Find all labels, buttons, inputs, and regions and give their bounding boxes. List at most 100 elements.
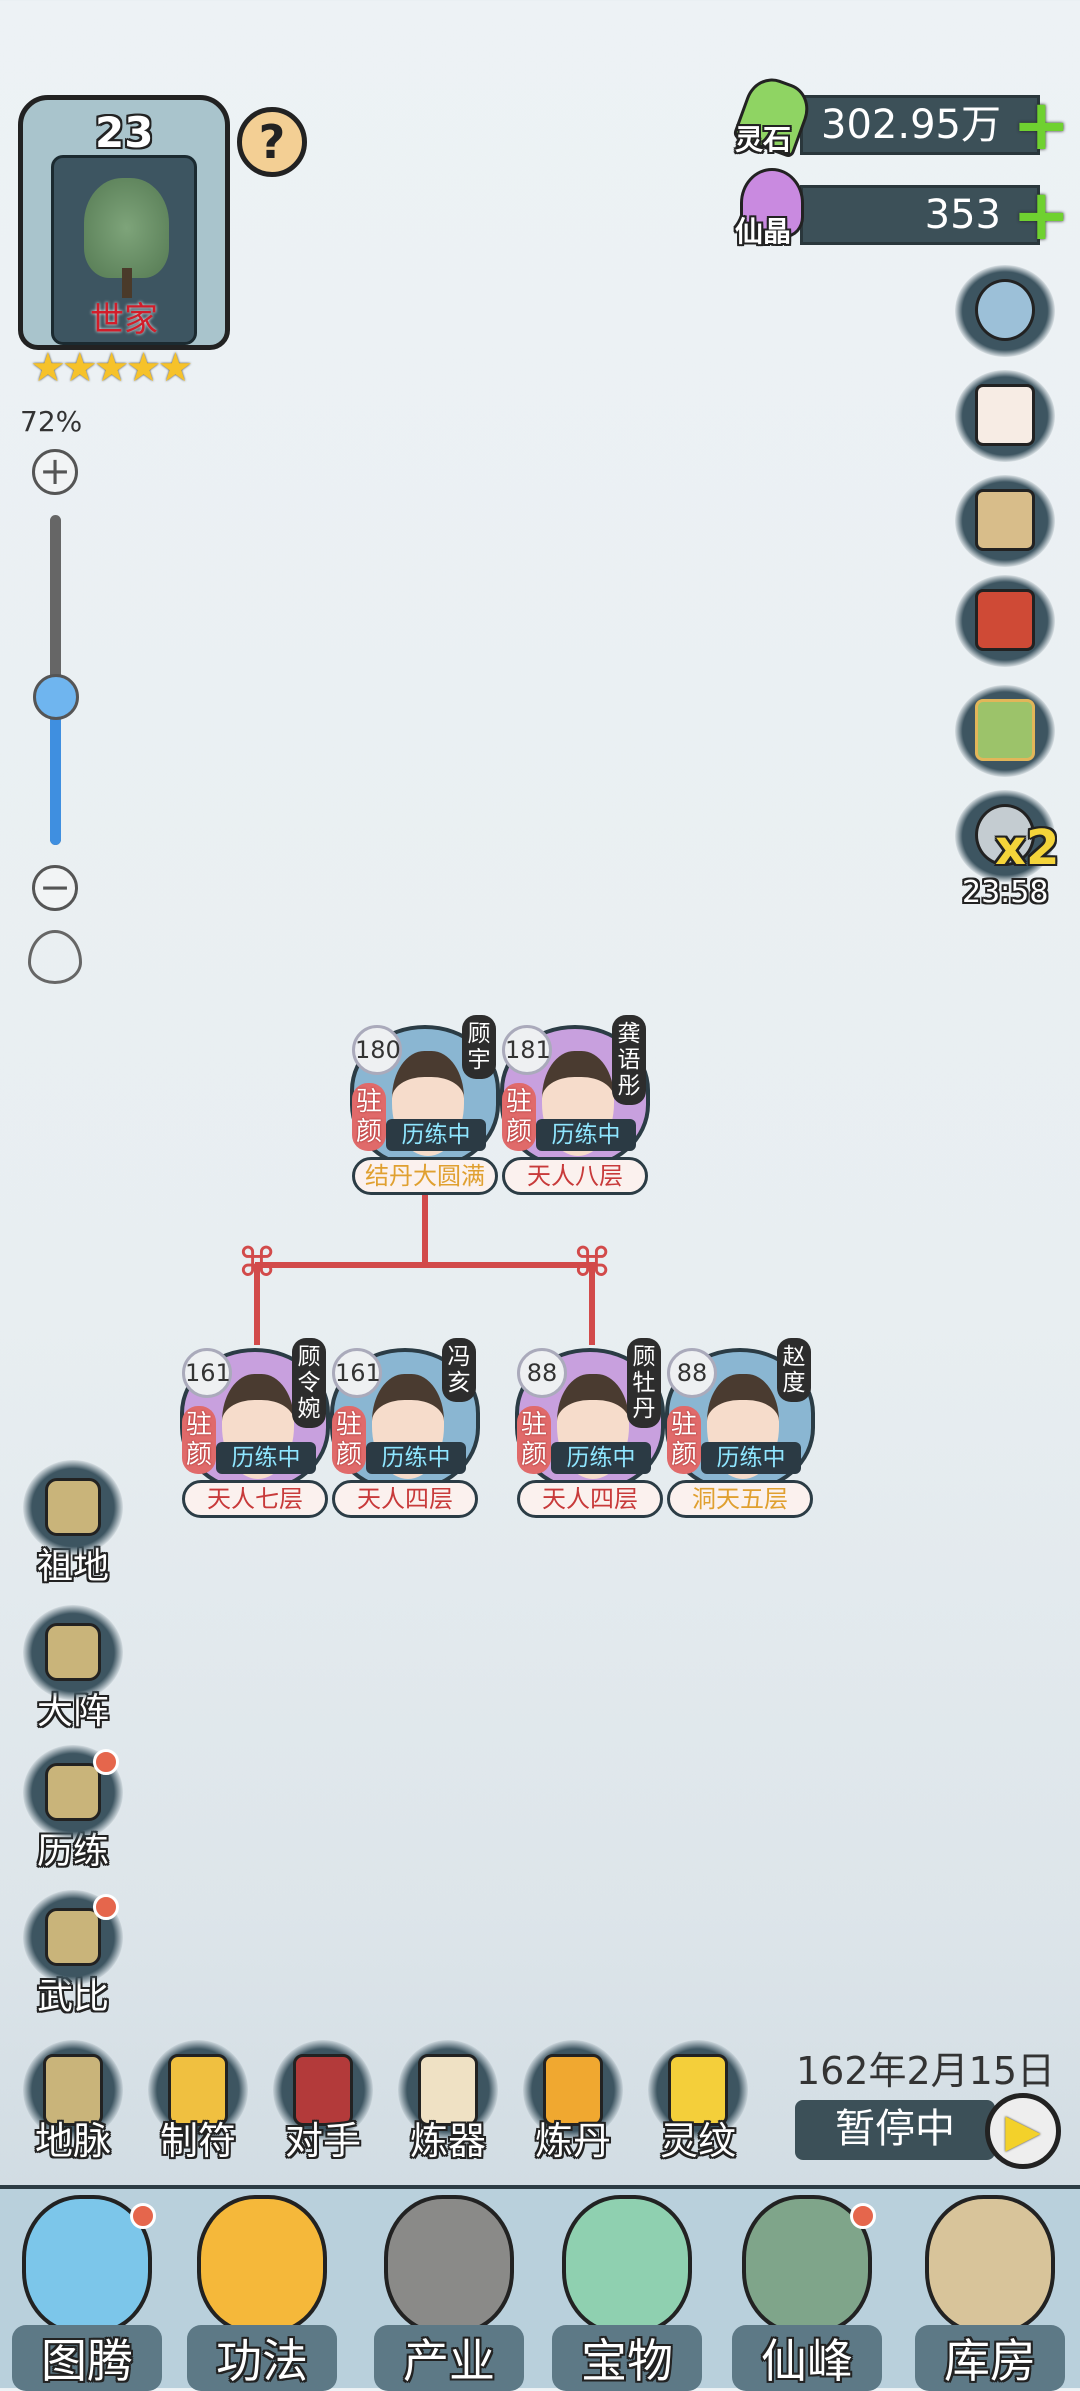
status-label: 历练中: [701, 1442, 801, 1474]
add-immortal-crystal-button[interactable]: +: [1012, 174, 1071, 256]
storehouse-bag-icon: [925, 2195, 1055, 2335]
status-label: 历练中: [386, 1119, 486, 1151]
earth-vein-icon: [23, 2040, 123, 2140]
artifact-refining-icon: [398, 2040, 498, 2140]
side-menu-0[interactable]: 祖地: [18, 1460, 128, 1589]
youth-preserved-badge: 驻颜: [182, 1406, 216, 1474]
notification-dot: [850, 2203, 876, 2229]
zoom-slider-thumb[interactable]: [33, 673, 79, 720]
youth-preserved-badge: 驻颜: [352, 1083, 386, 1151]
nav-tab-label: 宝物: [552, 2325, 702, 2391]
youth-preserved-badge: 驻颜: [332, 1406, 366, 1474]
letter-icon[interactable]: [955, 370, 1055, 462]
tree-connector: [422, 1195, 428, 1267]
status-label: 历练中: [216, 1442, 316, 1474]
play-button[interactable]: ▶: [985, 2093, 1061, 2169]
family-member-card[interactable]: 88 顾牡丹 驻颜 历练中 天人四层: [515, 1338, 665, 1518]
family-member-card[interactable]: 181 龚语彤 驻颜 历练中 天人八层: [500, 1015, 650, 1195]
side-menu-1[interactable]: 大阵: [18, 1605, 128, 1734]
family-member-card[interactable]: 88 赵度 驻颜 历练中 洞天五层: [665, 1338, 815, 1518]
nav-tab-4[interactable]: 仙峰: [722, 2195, 892, 2391]
scroll-icon[interactable]: [955, 475, 1055, 567]
chinese-knot-icon: ⌘: [572, 1240, 612, 1286]
zoom-percent: 72%: [20, 405, 83, 438]
add-spirit-stone-button[interactable]: +: [1012, 84, 1071, 166]
nav-tab-3[interactable]: 宝物: [542, 2195, 712, 2391]
tree-connector: [254, 1265, 260, 1345]
member-name: 赵度: [777, 1338, 811, 1402]
question-icon[interactable]: ?: [237, 107, 307, 177]
tool-1[interactable]: 制符: [143, 2040, 253, 2165]
tool-label: 制符: [159, 2119, 236, 2163]
zoom-in-button[interactable]: +: [32, 449, 78, 495]
youth-preserved-badge: 驻颜: [502, 1083, 536, 1151]
totem-icon: [22, 2195, 156, 2335]
tree-connector: [589, 1265, 595, 1345]
age-badge: 88: [667, 1348, 717, 1398]
spirit-stone-bar: 302.95万: [800, 95, 1040, 155]
pause-status[interactable]: 暂停中: [795, 2100, 995, 2160]
tool-label: 对手: [284, 2119, 361, 2163]
willow-tree-icon: [84, 178, 169, 278]
nav-tab-label: 仙峰: [732, 2325, 882, 2391]
ranking-board-icon[interactable]: [955, 685, 1055, 777]
zoom-out-button[interactable]: −: [32, 865, 78, 911]
nav-tab-label: 产业: [374, 2325, 524, 2391]
technique-flame-icon: [197, 2195, 327, 2335]
talisman-icon: [148, 2040, 248, 2140]
ancestral-land-icon: [23, 1460, 123, 1555]
cultivation-realm: 天人八层: [502, 1157, 648, 1195]
speed-timer: 23:58: [962, 875, 1049, 910]
member-name: 冯亥: [442, 1338, 476, 1402]
training-icon: [23, 1745, 123, 1840]
immortal-peak-icon: [742, 2195, 876, 2335]
immortal-crystal-value: 353: [924, 192, 1001, 238]
tree-connector: [255, 1262, 595, 1268]
industry-mountain-icon: [384, 2195, 514, 2335]
nav-tab-1[interactable]: 功法: [177, 2195, 347, 2391]
cultivation-realm: 洞天五层: [667, 1480, 813, 1518]
notification-dot: [93, 1749, 119, 1775]
youth-preserved-badge: 驻颜: [667, 1406, 701, 1474]
nav-tab-label: 库房: [915, 2325, 1065, 2391]
tool-5[interactable]: 灵纹: [643, 2040, 753, 2165]
nav-tab-label: 功法: [187, 2325, 337, 2391]
status-label: 历练中: [536, 1119, 636, 1151]
treasure-icon: [562, 2195, 692, 2335]
cultivation-realm: 天人七层: [182, 1480, 328, 1518]
age-badge: 180: [352, 1025, 402, 1075]
nav-tab-2[interactable]: 产业: [364, 2195, 534, 2391]
tool-0[interactable]: 地脉: [18, 2040, 128, 2165]
formation-icon: [23, 1605, 123, 1700]
settings-gear-icon[interactable]: [955, 265, 1055, 357]
cultivation-realm: 结丹大圆满: [352, 1157, 498, 1195]
side-menu-2[interactable]: 历练: [18, 1745, 128, 1874]
spirit-stone-label: 灵石: [735, 123, 792, 156]
book-icon[interactable]: [955, 575, 1055, 667]
speed-multiplier: x2: [995, 820, 1060, 876]
family-member-card[interactable]: 161 冯亥 驻颜 历练中 天人四层: [330, 1338, 480, 1518]
member-name: 顾牡丹: [627, 1338, 661, 1428]
cultivation-realm: 天人四层: [517, 1480, 663, 1518]
age-badge: 88: [517, 1348, 567, 1398]
game-date: 162年2月15日: [795, 2049, 1055, 2093]
tool-3[interactable]: 炼器: [393, 2040, 503, 2165]
family-member-card[interactable]: 161 顾令婉 驻颜 历练中 天人七层: [180, 1338, 330, 1518]
cultivation-realm: 天人四层: [332, 1480, 478, 1518]
tool-2[interactable]: 对手: [268, 2040, 378, 2165]
status-label: 历练中: [366, 1442, 466, 1474]
spirit-stone-value: 302.95万: [821, 102, 1001, 148]
nav-tab-0[interactable]: 图腾: [2, 2195, 172, 2391]
clan-emblem[interactable]: [18, 95, 230, 350]
member-name: 顾令婉: [292, 1338, 326, 1428]
nav-tab-5[interactable]: 库房: [905, 2195, 1075, 2391]
tool-4[interactable]: 炼丹: [518, 2040, 628, 2165]
locate-icon[interactable]: [28, 930, 82, 984]
speed-boost-icon[interactable]: [955, 790, 1055, 882]
age-badge: 161: [182, 1348, 232, 1398]
clan-stars: ★★★★★: [30, 345, 193, 391]
tool-label: 灵纹: [659, 2119, 736, 2163]
side-menu-3[interactable]: 武比: [18, 1890, 128, 2019]
family-member-card[interactable]: 180 顾宇 驻颜 历练中 结丹大圆满: [350, 1015, 500, 1195]
tree-trunk: [122, 268, 132, 298]
